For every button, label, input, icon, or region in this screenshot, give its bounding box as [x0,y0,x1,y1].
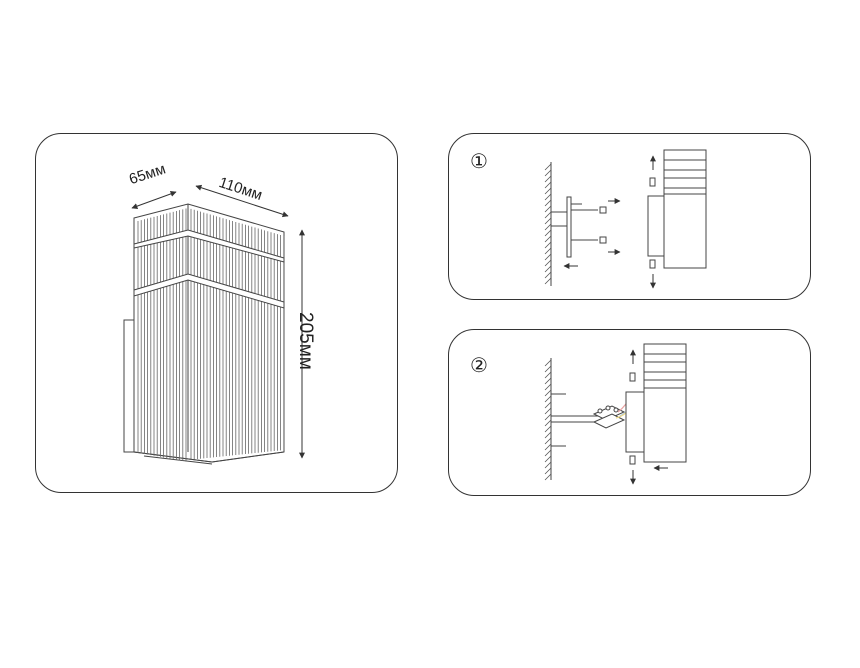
hatch-line [544,425,552,433]
hatch-line [544,443,552,451]
hatch-line [544,455,552,463]
hatch-line [544,259,552,267]
lamp-white-gaps [133,229,285,309]
hatch-line [544,187,552,195]
hatch-line [544,401,552,409]
hatch-line [544,437,552,445]
step1-motion-arrows [563,155,656,289]
hatch-line [544,377,552,385]
step1-lamp-body [647,149,707,269]
hatch-line [544,359,552,367]
hatch-line [544,461,552,469]
step2-bracket [551,393,598,447]
hatch-line [544,181,552,189]
lamp-ribbed-slats [137,208,285,462]
step2-lamp-body [625,343,687,465]
hatch-line [544,169,552,177]
step-2-number: ② [470,353,488,377]
hatch-line [544,199,552,207]
step2-wall-hatching [544,359,552,481]
hatch-line [544,163,552,171]
hatch-line [544,277,552,285]
step1-wall-hatching [544,163,552,285]
hatch-line [544,217,552,225]
hatch-line [544,431,552,439]
step-1-panel [448,133,811,300]
step-1-number: ① [470,149,488,173]
hatch-line [544,473,552,481]
hatch-line [544,371,552,379]
dimension-lines [131,184,305,459]
hatch-line [544,235,552,243]
hatch-line [544,449,552,457]
hatch-line [544,413,552,421]
hatch-line [544,419,552,427]
wall-lamp-drawing [123,203,285,465]
height-dimension-label: 205мм [295,312,316,370]
step2-motion-arrows [630,349,668,485]
hatch-line [544,265,552,273]
hatch-line [544,247,552,255]
hatch-line [544,175,552,183]
hatch-line [544,365,552,373]
hatch-line [544,389,552,397]
step1-screws [599,206,607,244]
hatch-line [544,241,552,249]
hatch-line [544,271,552,279]
hatch-line [544,467,552,475]
hatch-line [544,383,552,391]
hatch-line [544,211,552,219]
hatch-line [544,253,552,261]
hatch-line [544,395,552,403]
step1-bracket [551,196,598,258]
hatch-line [544,205,552,213]
hatch-line [544,407,552,415]
hatch-line [544,229,552,237]
hatch-line [544,223,552,231]
hatch-line [544,193,552,201]
